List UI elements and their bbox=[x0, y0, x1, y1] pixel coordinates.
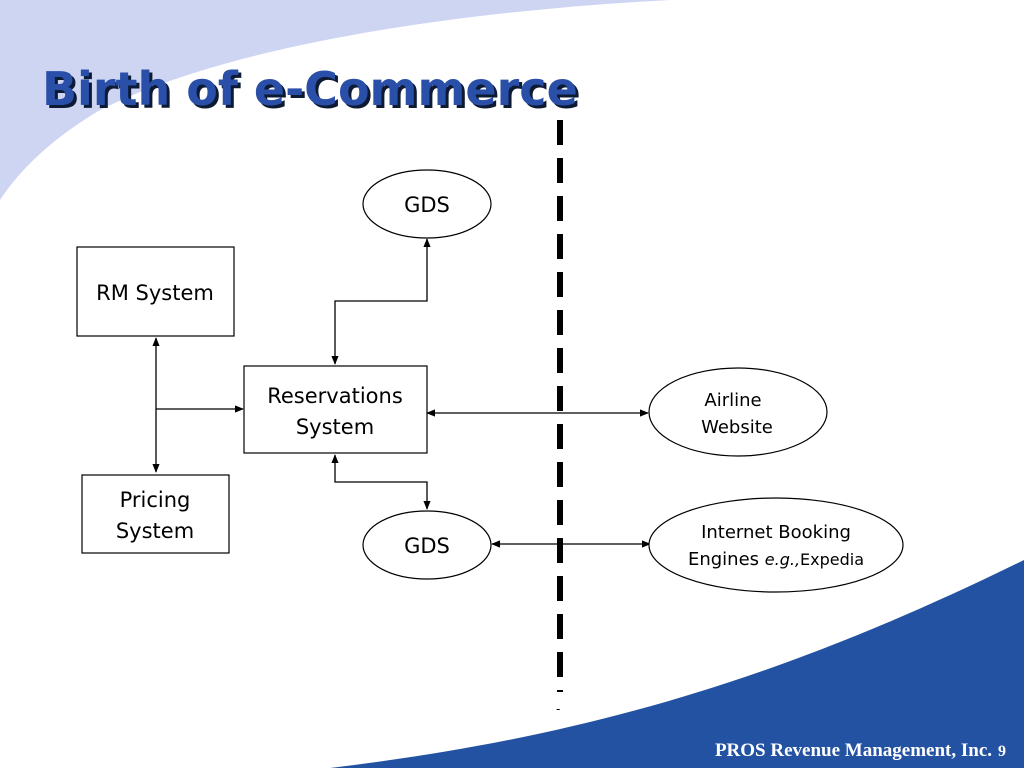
reservations-gds-top-connector bbox=[331, 238, 431, 365]
ibe-expedia-text: Expedia bbox=[800, 550, 864, 569]
gds-top-label: GDS bbox=[404, 193, 450, 217]
slide-title: Birth of e-Commerce bbox=[42, 62, 578, 116]
gds-bottom-node: GDS bbox=[362, 510, 492, 580]
reservations-system-node: Reservations System bbox=[243, 365, 428, 454]
ibe-label-line2: Engines e.g.,Expedia bbox=[688, 549, 864, 570]
ibe-label-line1: Internet Booking bbox=[701, 522, 851, 543]
gds-bottom-label: GDS bbox=[404, 534, 450, 558]
pricing-label-line2: System bbox=[116, 519, 194, 543]
pricing-label-line1: Pricing bbox=[120, 488, 191, 512]
reservations-label-line2: System bbox=[296, 415, 374, 439]
ibe-engines-text: Engines bbox=[688, 549, 765, 570]
reservations-gds-bottom-connector bbox=[331, 454, 431, 510]
page-number: 9 bbox=[998, 743, 1006, 760]
airline-website-node: Airline Website bbox=[648, 367, 828, 457]
footer: PROS Revenue Management, Inc. 9 bbox=[715, 740, 1006, 762]
top-left-swoosh bbox=[0, 0, 670, 200]
ibe-eg-text: e.g., bbox=[765, 550, 800, 569]
pricing-system-node: Pricing System bbox=[81, 474, 230, 554]
bottom-right-swoosh bbox=[330, 560, 1024, 768]
reservations-label-line1: Reservations bbox=[267, 384, 403, 408]
rm-system-label: RM System bbox=[96, 281, 214, 305]
airline-label-line1: Airline bbox=[704, 390, 761, 411]
rm-system-node: RM System bbox=[76, 246, 235, 337]
gds-top-node: GDS bbox=[362, 169, 492, 239]
internet-booking-engines-node: Internet Booking Engines e.g.,Expedia bbox=[648, 497, 904, 593]
airline-label-line2: Website bbox=[701, 417, 773, 438]
divider-marker: - bbox=[556, 702, 560, 716]
footer-company: PROS Revenue Management, Inc. bbox=[714, 740, 992, 761]
